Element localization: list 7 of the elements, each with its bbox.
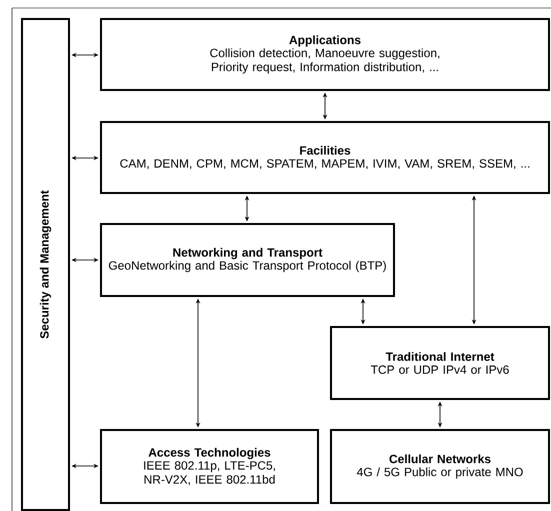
layer-box: Networking and Transport GeoNetworking and Basic Transport Protocol (BTP) xyxy=(100,223,395,297)
layer-box: Facilities CAM, DENM, CPM, MCM, SPATEM, MAPEM, IVIM, VAM, SREM, SSEM, ... xyxy=(100,121,550,194)
layer-box: Traditional Internet TCP or UDP IPv4 or IPv6 xyxy=(330,326,550,400)
layer-box: Cellular Networks 4G / 5G Public or private MNO xyxy=(330,429,550,504)
layer-box: Security and Management xyxy=(21,18,70,511)
layer-box: Applications Collision detection, Manoeuvre suggestion, Priority request, Information distribution, ... xyxy=(100,18,550,91)
layer-box: Access Technologies IEEE 802.11p, LTE-PC5, NR-V2X, IEEE 802.11bd xyxy=(100,429,319,504)
